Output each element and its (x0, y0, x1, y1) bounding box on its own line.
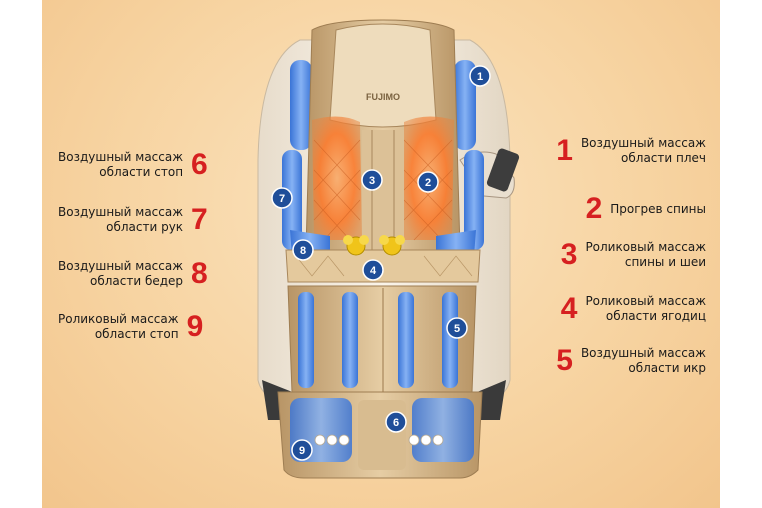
svg-text:1: 1 (477, 71, 483, 83)
svg-text:8: 8 (300, 245, 306, 257)
badge-9: 9 (291, 439, 313, 461)
label-line1: Воздушный массаж (580, 346, 706, 360)
label-line2: области ягодиц (605, 309, 706, 323)
label-line2: области стоп (94, 327, 179, 341)
label-line2: области бедер (90, 274, 184, 288)
label-text: Воздушный массаж области икр (581, 346, 706, 376)
label-line2: области стоп (99, 165, 184, 179)
label-number: 8 (191, 257, 208, 290)
label-line1: Роликовый массаж (585, 240, 706, 254)
label-line2: области икр (628, 361, 706, 375)
label-number: 6 (191, 148, 208, 181)
badge-6: 6 (385, 411, 407, 433)
label-number: 3 (560, 238, 578, 271)
label-number: 4 (560, 292, 578, 325)
badge-2: 2 (417, 171, 439, 193)
label-right-2: Прогрев спины 2 (586, 194, 706, 224)
svg-text:2: 2 (425, 177, 431, 189)
label-text: Воздушный массаж области бедер (58, 259, 183, 289)
label-right-3: Роликовый массаж спины и шеи 3 (561, 240, 706, 270)
label-number: 1 (556, 134, 573, 167)
label-text: Прогрев спины (610, 202, 706, 217)
svg-text:7: 7 (279, 193, 285, 205)
label-left-6: Воздушный массаж области стоп 6 (58, 150, 208, 180)
svg-text:3: 3 (369, 175, 375, 187)
label-number: 2 (585, 192, 603, 225)
badge-8: 8 (292, 239, 314, 261)
label-text: Воздушный массаж области стоп (58, 150, 183, 180)
svg-text:9: 9 (299, 445, 305, 457)
label-right-5: Воздушный массаж области икр 5 (556, 346, 706, 376)
label-line1: Воздушный массаж (58, 259, 184, 273)
label-line1: Прогрев спины (610, 201, 706, 216)
label-line1: Воздушный массаж (58, 150, 184, 164)
label-line1: Роликовый массаж (585, 294, 706, 308)
badge-4: 4 (362, 259, 384, 281)
brand-logo: FUJIMO (366, 92, 400, 102)
label-text: Воздушный массаж области плеч (581, 136, 706, 166)
label-right-4: Роликовый массаж области ягодиц 4 (561, 294, 706, 324)
label-right-1: Воздушный массаж области плеч 1 (556, 136, 706, 166)
badge-1: 1 (469, 65, 491, 87)
label-number: 5 (556, 344, 573, 377)
zone-badges: 1 2 3 4 5 6 7 (271, 65, 491, 461)
label-left-9: Роликовый массаж области стоп 9 (58, 312, 203, 342)
badge-5: 5 (446, 317, 468, 339)
badge-3: 3 (361, 169, 383, 191)
label-left-7: Воздушный массаж области рук 7 (58, 205, 208, 235)
label-line1: Воздушный массаж (58, 205, 184, 219)
svg-text:4: 4 (370, 265, 377, 277)
label-left-8: Воздушный массаж области бедер 8 (58, 259, 208, 289)
label-text: Роликовый массаж области стоп (58, 312, 179, 342)
svg-text:6: 6 (393, 417, 399, 429)
badge-7: 7 (271, 187, 293, 209)
label-line2: области рук (106, 220, 184, 234)
label-line1: Воздушный массаж (580, 136, 706, 150)
label-line2: области плеч (621, 151, 706, 165)
label-line2: спины и шеи (624, 255, 706, 269)
label-text: Роликовый массаж области ягодиц (585, 294, 706, 324)
label-text: Воздушный массаж области рук (58, 205, 183, 235)
svg-text:5: 5 (454, 323, 460, 335)
label-line1: Роликовый массаж (58, 312, 179, 326)
label-number: 9 (186, 310, 204, 343)
label-number: 7 (191, 203, 208, 236)
label-text: Роликовый массаж спины и шеи (585, 240, 706, 270)
